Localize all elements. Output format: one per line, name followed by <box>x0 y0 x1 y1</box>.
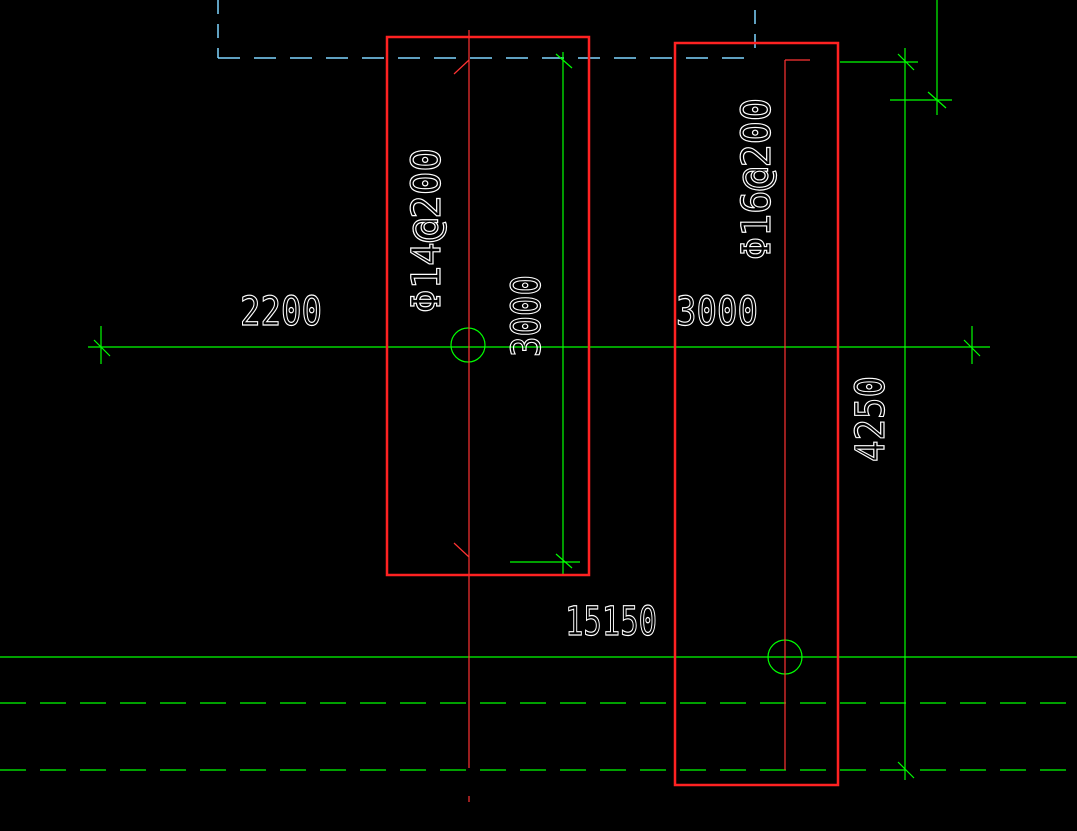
dimension-lines <box>0 0 1077 780</box>
rebar-label-right: Φ16@200 <box>734 98 780 260</box>
annotation-texts: 2200 Φ14@200 3000 3000 Φ16@200 4250 1515… <box>239 97 894 645</box>
highlight-box-right[interactable] <box>673 41 840 787</box>
dim-text-3000-left: 3000 <box>504 275 550 357</box>
rebar-label-left: Φ14@200 <box>404 148 450 313</box>
top-outline-dashed <box>217 0 756 59</box>
dim-text-15150: 15150 <box>565 599 657 645</box>
grid-circle-left <box>450 327 486 363</box>
dim-text-4250: 4250 <box>848 376 894 462</box>
dim-text-2200: 2200 <box>240 289 322 335</box>
rebar-lines <box>453 30 810 802</box>
highlight-boxes <box>385 35 840 787</box>
dim-text-3000-right: 3000 <box>676 289 758 335</box>
highlight-box-left[interactable] <box>385 35 591 577</box>
tick-left <box>93 339 111 357</box>
